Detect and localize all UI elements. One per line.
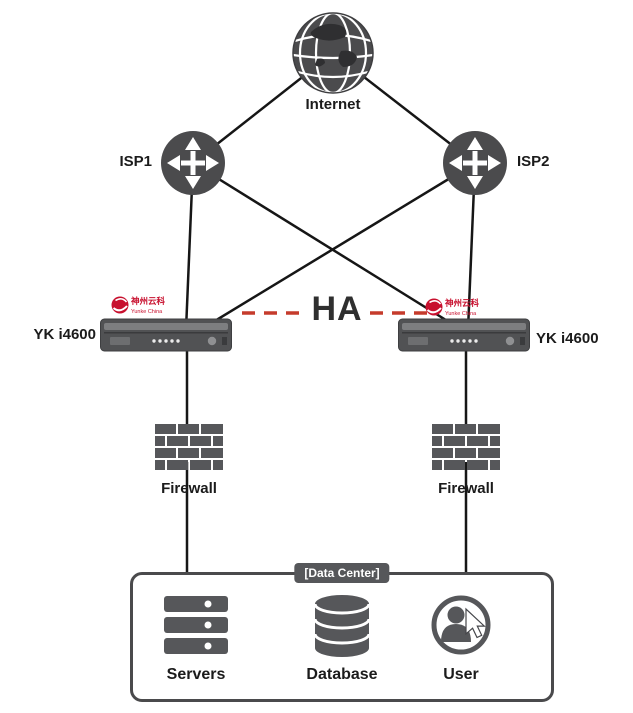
device-left-node [100,318,232,352]
device-right-label: YK i4600 [536,330,599,347]
link-isp2-device-left [199,161,476,332]
device-left-label: YK i4600 [33,326,96,343]
isp1-router-node [160,130,226,196]
servers-node [164,596,228,654]
database-label: Database [306,666,378,683]
vendor-name-cn: 神州云科 [131,296,166,306]
internet-node [291,11,375,95]
link-isp1-device-right [192,161,463,332]
user-icon [431,595,491,655]
servers-label: Servers [166,666,226,683]
vendor-name-cn: 神州云科 [445,298,480,308]
vendor-name-en: Yunke China [131,309,163,315]
cursor-arrow-icon [465,607,486,639]
appliance-icon [398,318,530,352]
firewall-icon [432,424,500,470]
router-icon [443,131,507,195]
router-icon [161,131,225,195]
datacenter-badge: [Data Center] [294,563,390,583]
firewall-icon [155,424,223,470]
firewall-left-label: Firewall [161,480,217,497]
user-node [430,594,492,656]
isp1-label: ISP1 [119,153,152,170]
ha-label: HA [311,290,363,328]
device-right-node [398,318,530,352]
database-icon [314,595,370,657]
vendor-logo-right: 神州云科 Yunke China [425,298,480,317]
servers-icon [164,596,228,654]
firewall-right-node [432,424,500,470]
isp2-router-node [442,130,508,196]
firewall-right-label: Firewall [438,480,494,497]
appliance-icon [100,318,232,352]
vendor-logo-left: 神州云科 Yunke China [111,296,166,315]
database-node [314,594,370,658]
isp2-label: ISP2 [517,153,550,170]
internet-label: Internet [305,96,361,113]
vendor-name-en: Yunke China [445,311,477,317]
user-label: User [443,666,479,683]
firewall-left-node [155,424,223,470]
globe-icon [292,11,374,95]
